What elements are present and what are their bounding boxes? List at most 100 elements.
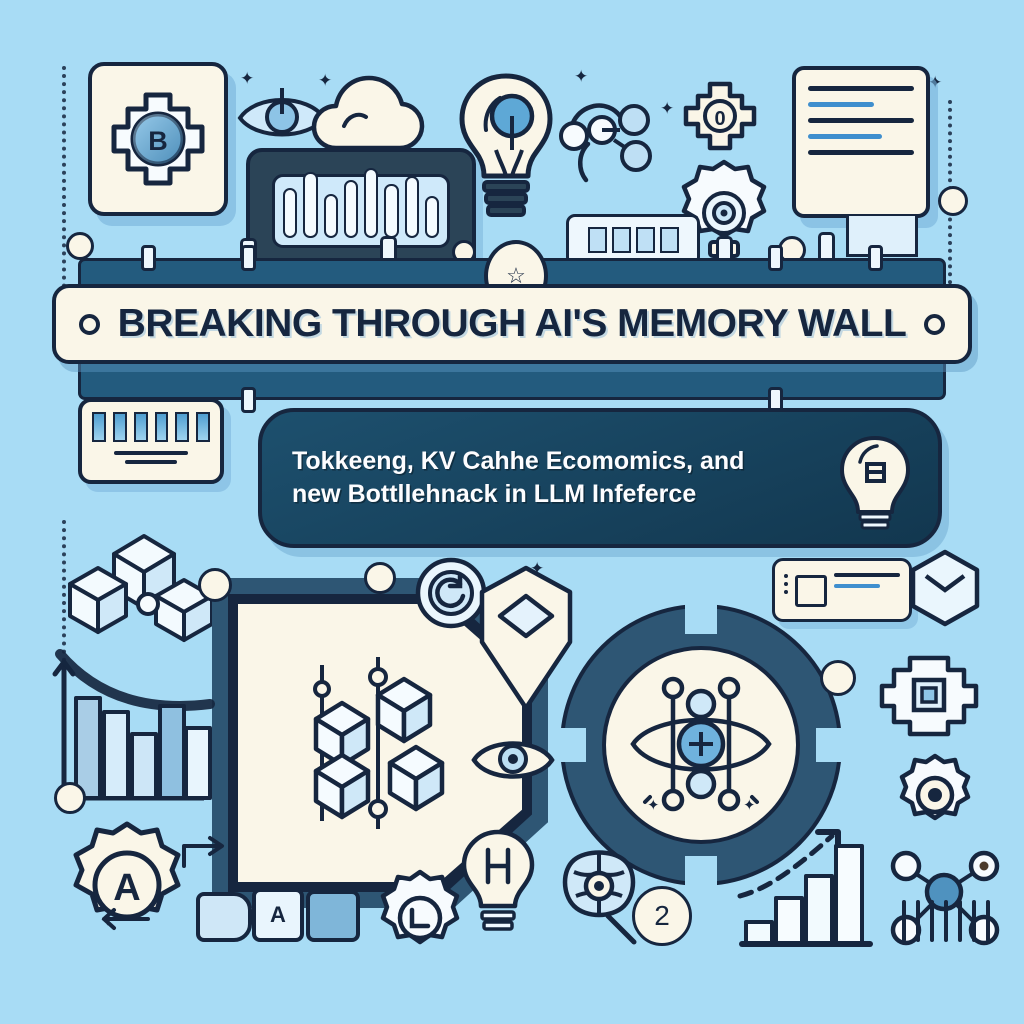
title-medal-label: ☆ (506, 263, 526, 288)
equalizer-bar (303, 172, 318, 238)
gear-letter: A (113, 867, 140, 909)
doc-line (808, 118, 914, 123)
subtitle-line-2: new Bottllehnack in LLM Infeferce (292, 480, 697, 508)
chip-letter: B (148, 126, 168, 156)
emblem-ring-gap (556, 728, 586, 762)
doc-line (808, 150, 914, 155)
equalizer-bar (343, 180, 358, 238)
strip-cell (611, 227, 631, 253)
chip-module-icon (879, 655, 979, 737)
equalizer-bar (364, 168, 379, 238)
ai-neural-eye-icon: ✦ ✦ (630, 676, 772, 814)
card-badge-icon (795, 575, 827, 607)
strip-cell (587, 227, 607, 253)
strip-cell (635, 227, 655, 253)
subtitle-text: Tokkeeng, KV Cahhe Ecomomics, and new Bo… (262, 445, 938, 512)
memory-module-card (78, 398, 224, 484)
equalizer-panel (246, 148, 476, 274)
decor-rail-left (62, 66, 66, 296)
emblem-ring-gap (816, 728, 846, 762)
equalizer-bar (424, 196, 439, 238)
card-dots (784, 570, 788, 610)
eye-icon (237, 88, 327, 137)
network-nodes-icon (890, 850, 1000, 946)
memory-bar (154, 412, 169, 442)
memory-bar (112, 412, 127, 442)
lightbulb-icon (840, 436, 910, 530)
tag-chip (196, 892, 252, 942)
sparkle-icon: ✦ (574, 67, 589, 86)
ai-core-emblem: ✦ ✦ (556, 604, 846, 886)
refresh-icon (415, 557, 487, 629)
sparkle-icon: ✦ (318, 71, 333, 90)
tag-chip (306, 890, 360, 942)
small-dot-icon (66, 232, 94, 260)
equalizer-bar (384, 184, 399, 238)
sparkle-icon: ✦ (660, 99, 675, 118)
sparkle-icon: ✦ (240, 69, 255, 88)
target-icon: 0 (683, 81, 757, 151)
gear-person-icon: A (73, 821, 181, 920)
band-notch (241, 387, 256, 413)
lightbulb-icon (459, 73, 553, 217)
tag-chip-letter: A (252, 888, 304, 942)
band-notch (868, 245, 883, 271)
svg-text:✦: ✦ (743, 797, 756, 814)
memory-strip-card (566, 214, 700, 266)
band-notch (241, 245, 256, 271)
memory-bar (133, 412, 148, 442)
hexagon-face (238, 604, 522, 882)
target-letter: 0 (714, 108, 725, 130)
card-lines (834, 570, 900, 610)
chip-gear-card: B (88, 62, 228, 216)
chip-gear-icon: B (111, 92, 205, 186)
band-notch (141, 245, 156, 271)
sparkle-icon: ✦ (928, 73, 943, 92)
hexagon-badge-icon (910, 549, 980, 627)
memory-line (125, 460, 177, 464)
step-badge-label: 2 (654, 900, 670, 931)
gear-icon (380, 869, 460, 945)
subtitle-pill: Tokkeeng, KV Cahhe Ecomomics, and new Bo… (258, 408, 942, 548)
subtitle-line-1: Tokkeeng, KV Cahhe Ecomomics, and (292, 446, 745, 475)
location-pin-icon (479, 565, 573, 711)
doc-line (808, 102, 874, 107)
arrow-icon (102, 908, 150, 930)
memory-bar (92, 412, 106, 442)
small-dot-icon (54, 782, 86, 814)
lightbulb-icon (461, 829, 535, 931)
bullet-left-icon (78, 313, 100, 335)
network-nodes-icon (559, 103, 652, 183)
equalizer-bar (283, 188, 298, 238)
doc-line (808, 86, 914, 91)
brain-magnifier-icon (562, 850, 637, 945)
memory-bar (175, 412, 190, 442)
decor-rail-left-2 (62, 520, 66, 670)
bullet-right-icon (924, 313, 946, 335)
strip-cell (659, 227, 679, 253)
svg-text:✦: ✦ (647, 797, 660, 814)
band-notch (768, 245, 783, 271)
arrow-icon (182, 836, 224, 868)
small-dot-icon (938, 186, 968, 216)
memory-bar (196, 412, 210, 442)
step-badge-two: 2 (632, 886, 692, 946)
declining-cost-chart (52, 649, 215, 801)
small-dot-icon (198, 568, 232, 602)
emblem-core: ✦ ✦ (602, 646, 800, 844)
info-card (772, 558, 912, 622)
document-card (792, 66, 930, 218)
doc-line (808, 134, 883, 139)
equalizer-bar (323, 194, 338, 238)
memory-bars (92, 412, 210, 442)
cloud-icon (311, 75, 425, 151)
barcode-icon (902, 900, 990, 942)
memory-line (114, 451, 188, 455)
equalizer-screen (272, 168, 450, 248)
growth-chart (737, 829, 873, 947)
gear-icon (899, 753, 971, 821)
page-title: BREAKING THROUGH AI'S MEMORY WALL (117, 302, 907, 345)
small-dot-icon (820, 660, 856, 696)
eye-icon (471, 741, 555, 779)
